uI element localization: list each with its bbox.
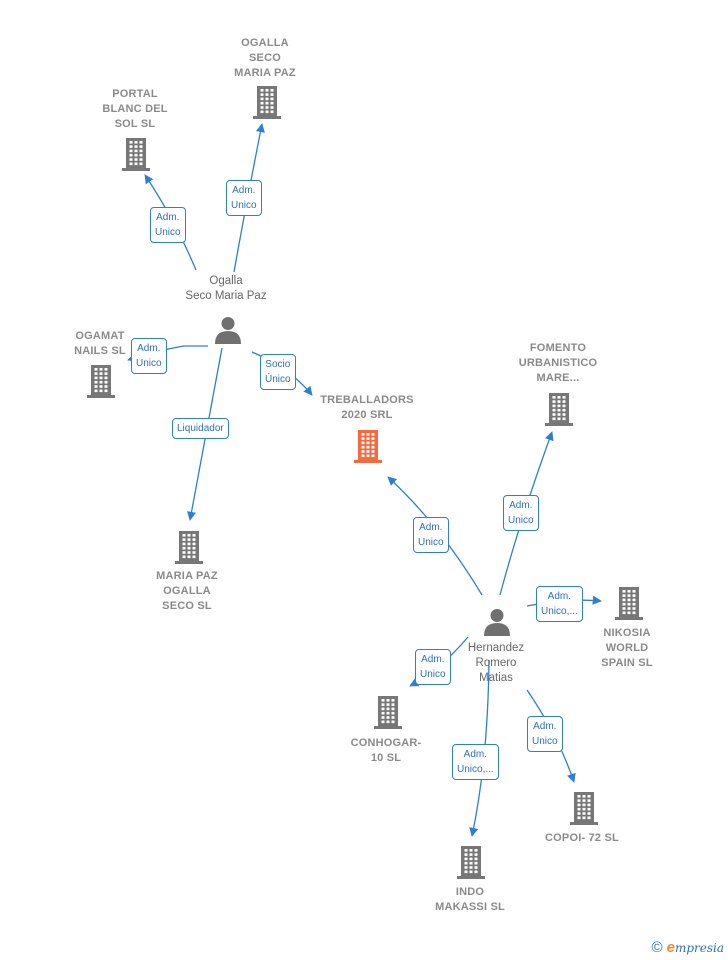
building-icon-nikosia[interactable]: [615, 586, 643, 625]
building-icon-indo_makassi[interactable]: [457, 845, 485, 884]
footer-brand: © empresia: [652, 939, 724, 956]
node-label-maria-paz-ogalla-seco[interactable]: MARIA PAZ OGALLA SECO SL: [156, 570, 218, 612]
person-icon-ogalla_person[interactable]: [214, 316, 242, 349]
edge-label-hernandez-to-treballadors[interactable]: Adm. Unico: [413, 517, 449, 553]
node-label-hernandez-person[interactable]: Hernandez Romero Matias: [467, 642, 525, 684]
edge-label-hernandez-to-nikosia[interactable]: Adm. Unico,...: [536, 586, 583, 622]
brand-name: mpresia: [674, 941, 724, 955]
edge-label-ogalla-to-ogalla-company[interactable]: Adm. Unico: [226, 180, 262, 216]
edge-label-hernandez-to-fomento[interactable]: Adm. Unico: [503, 495, 539, 531]
person-icon-hernandez_person[interactable]: [483, 608, 511, 641]
edge-label-hernandez-to-indo-makassi[interactable]: Adm. Unico,...: [452, 744, 499, 780]
node-label-fomento-urbanistico[interactable]: FOMENTO URBANISTICO MARE...: [518, 342, 598, 384]
building-icon-portal_blanc_del_sol[interactable]: [122, 137, 150, 176]
brand-initial: e: [666, 939, 675, 956]
building-icon-maria_paz_ogalla_seco[interactable]: [175, 530, 203, 569]
building-icon-ogamat_nails[interactable]: [87, 364, 115, 403]
building-icon-fomento_urbanistico[interactable]: [545, 392, 573, 431]
copyright-icon: ©: [651, 939, 663, 956]
node-label-treballadors[interactable]: TREBALLADORS 2020 SRL: [320, 394, 414, 421]
node-label-ogalla-seco-maria-paz[interactable]: OGALLA SECO MARIA PAZ: [234, 37, 296, 79]
node-label-ogamat-nails[interactable]: OGAMAT NAILS SL: [74, 330, 126, 357]
node-label-indo-makassi[interactable]: INDO MAKASSI SL: [435, 886, 505, 913]
node-label-conhogar[interactable]: CONHOGAR- 10 SL: [350, 737, 422, 764]
node-label-ogalla-person[interactable]: Ogalla Seco Maria Paz: [185, 275, 267, 302]
edge-label-ogalla-to-ogamat[interactable]: Adm. Unico: [131, 338, 167, 374]
brand-logo[interactable]: empresia: [667, 939, 724, 956]
building-icon-conhogar[interactable]: [374, 695, 402, 734]
edge-label-ogalla-to-portal-blanc[interactable]: Adm. Unico: [150, 207, 186, 243]
building-icon-copoi[interactable]: [570, 791, 598, 830]
node-label-nikosia[interactable]: NIKOSIA WORLD SPAIN SL: [601, 627, 653, 669]
edge-label-hernandez-to-copoi[interactable]: Adm. Unico: [527, 716, 563, 752]
node-label-copoi[interactable]: COPOI- 72 SL: [545, 832, 619, 844]
building-icon-ogalla_seco_maria_paz_company[interactable]: [253, 85, 281, 124]
node-label-portal-blanc-del-sol[interactable]: PORTAL BLANC DEL SOL SL: [102, 88, 168, 130]
edge-label-hernandez-to-conhogar[interactable]: Adm. Unico: [415, 649, 451, 685]
edge-label-ogalla-to-maria-paz[interactable]: Liquidador: [172, 418, 229, 439]
building-icon-treballadors[interactable]: [354, 429, 382, 468]
edge-label-ogalla-to-treballadors[interactable]: Socio Único: [260, 354, 296, 390]
